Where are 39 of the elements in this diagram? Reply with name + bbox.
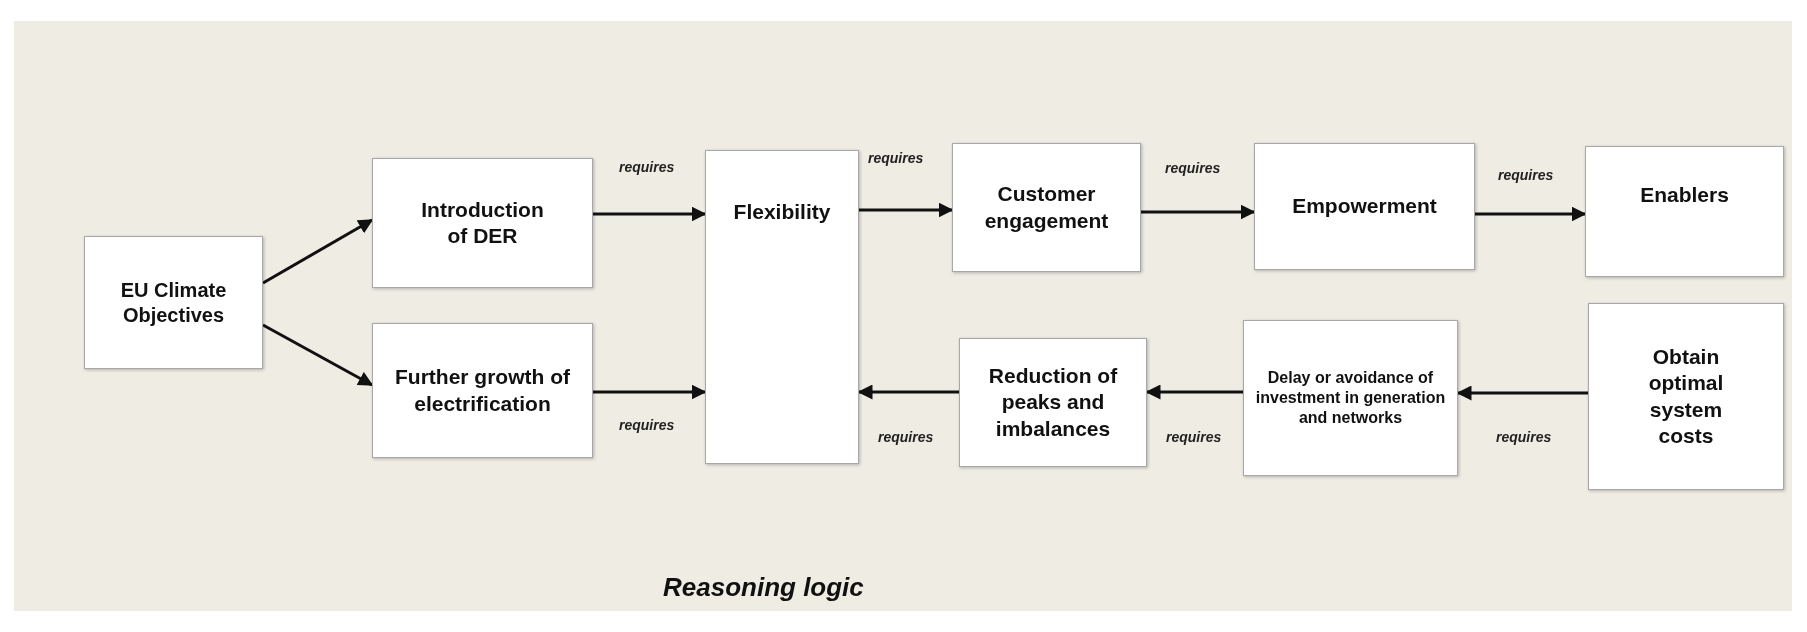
edge-label: requires — [617, 160, 677, 174]
arrow — [593, 206, 707, 222]
process-box — [705, 150, 859, 464]
arrow — [1141, 204, 1256, 220]
arrow — [262, 323, 374, 387]
box-text: Enablers — [1640, 182, 1729, 209]
process-box — [1588, 303, 1784, 490]
arrow — [1456, 385, 1588, 401]
edge-label: requires — [866, 151, 926, 165]
process-box — [1243, 320, 1458, 476]
arrow — [1145, 384, 1243, 400]
process-box — [372, 323, 593, 458]
process-box — [952, 143, 1141, 272]
box-text: EU Climate Objectives — [119, 277, 228, 328]
edge-label: requires — [876, 430, 936, 444]
process-box — [1254, 143, 1475, 270]
process-box — [1585, 146, 1784, 277]
edge-label: requires — [1164, 430, 1224, 444]
process-box — [372, 158, 593, 288]
arrow — [857, 384, 959, 400]
box-text: Flexibility — [733, 199, 831, 225]
process-box — [84, 236, 263, 369]
box-text: Obtain optimal system costs — [1647, 344, 1725, 449]
caption: Reasoning logic — [663, 571, 864, 604]
arrow — [593, 384, 707, 400]
box-text: Empowerment — [1292, 193, 1437, 220]
box-text: Customer engagement — [983, 181, 1110, 234]
edge-label: requires — [1494, 430, 1554, 444]
arrow — [262, 218, 374, 285]
edge-label: requires — [1496, 168, 1556, 182]
process-box — [959, 338, 1147, 467]
edge-label: requires — [1163, 161, 1223, 175]
box-text: Reduction of peaks and imbalances — [987, 363, 1119, 442]
arrow — [1475, 206, 1587, 222]
box-text: Delay or avoidance of investment in generation and networks — [1254, 368, 1447, 428]
arrow — [859, 202, 954, 218]
box-text: Further growth of electrification — [394, 364, 571, 417]
box-text: Introduction of DER — [420, 196, 545, 249]
edge-label: requires — [617, 418, 677, 432]
